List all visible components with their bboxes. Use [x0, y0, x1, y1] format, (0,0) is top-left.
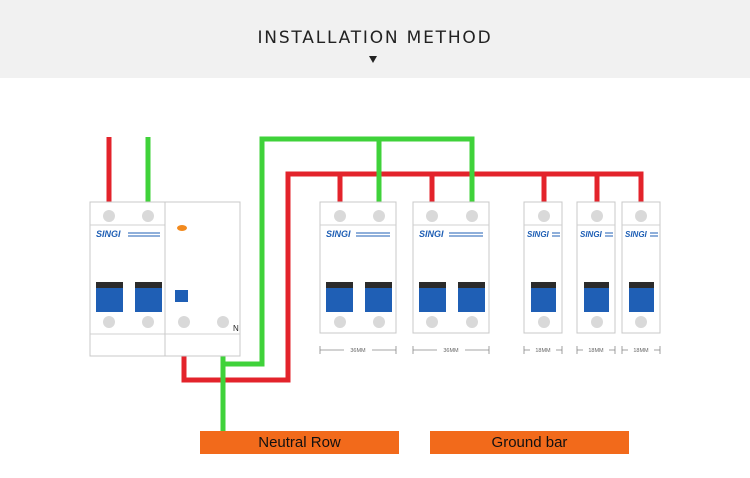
live-return-wire	[181, 171, 644, 383]
rcd-module: N	[164, 201, 241, 357]
breaker-18mm-2: SINGI	[576, 201, 616, 334]
brand-label-5: SINGI	[625, 230, 648, 239]
page-title: INSTALLATION METHOD	[257, 28, 493, 48]
ground-bar: Ground bar	[430, 431, 629, 454]
main-breaker: SINGI	[89, 201, 166, 357]
width-label-5: 18MM	[633, 348, 649, 354]
neutral-terminal-label: N	[233, 324, 239, 333]
width-label-3: 18MM	[535, 348, 551, 354]
indicator-led-icon	[177, 225, 187, 231]
dropdown-arrow-icon	[369, 56, 377, 63]
width-label-1: 36MM	[350, 348, 366, 354]
brand-label-main: SINGI	[96, 229, 121, 239]
brand-label-1: SINGI	[326, 229, 351, 239]
breaker-18mm-3: SINGI	[621, 201, 661, 334]
brand-label-4: SINGI	[580, 230, 603, 239]
width-label-4: 18MM	[588, 348, 604, 354]
brand-label-2: SINGI	[419, 229, 444, 239]
header-banner: INSTALLATION METHOD	[0, 0, 750, 78]
breaker-18mm-1: SINGI	[523, 201, 563, 334]
brand-label-3: SINGI	[527, 230, 550, 239]
breaker-36mm-1: SINGI	[319, 201, 397, 334]
width-label-2: 36MM	[443, 348, 459, 354]
neutral-row-bar: Neutral Row	[200, 431, 399, 454]
breaker-36mm-2: SINGI	[412, 201, 490, 334]
dimension-markers	[319, 346, 661, 354]
